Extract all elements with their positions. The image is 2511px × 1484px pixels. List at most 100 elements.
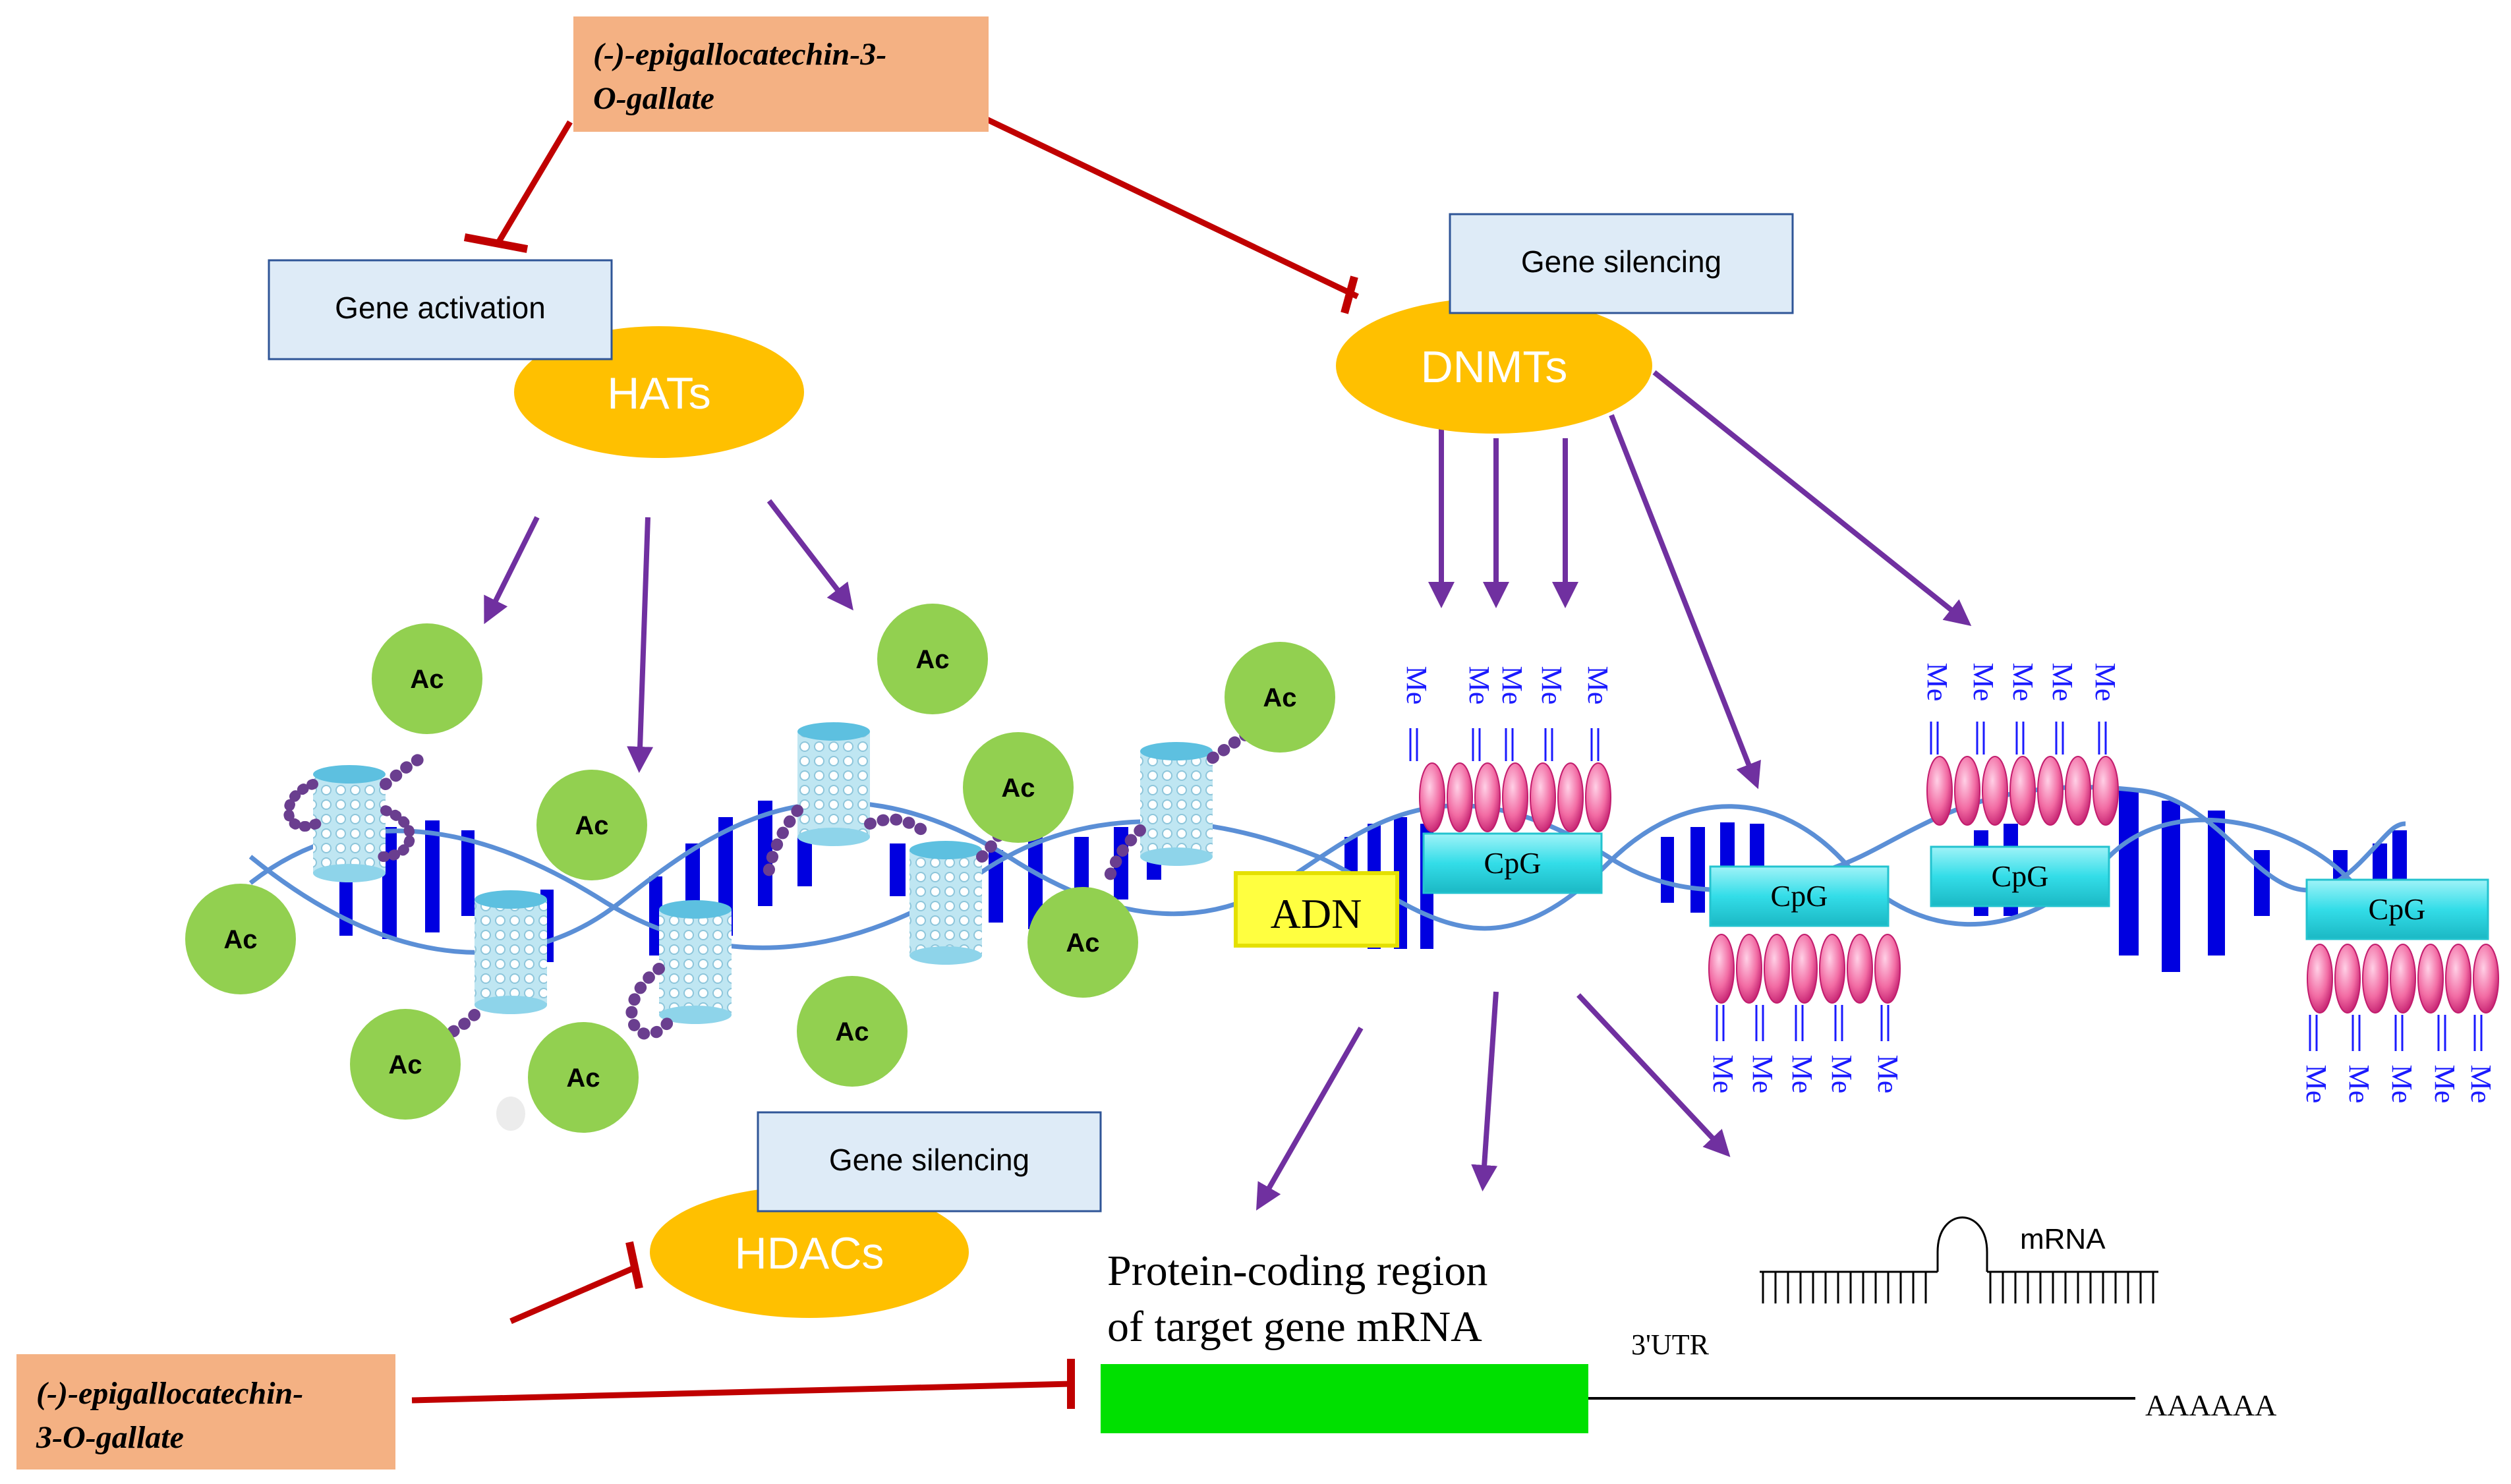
me-label: Me [1496, 666, 1528, 705]
methyl-bead [1708, 934, 1735, 1004]
methyl-bead [1474, 762, 1501, 832]
me-label: Me [1872, 1055, 1904, 1094]
protein-region-line1: Protein-coding region [1107, 1247, 1487, 1295]
methyl-bead [1447, 762, 1473, 832]
me-label: Me [1746, 1055, 1779, 1094]
methyl-bead [2037, 756, 2064, 826]
methyl-bead [1502, 762, 1528, 832]
acetyl-group: Ac [1225, 642, 1335, 753]
me-label: Me [2007, 663, 2039, 702]
methyl-bead [1819, 934, 1845, 1004]
methyl-bead [1926, 756, 1953, 826]
cpg-label: CpG [2369, 892, 2426, 926]
methyl-bead [2362, 944, 2388, 1013]
hdacs-enzyme: HDACs [650, 1186, 969, 1318]
egcg-inhibitor-top: (-)-epigallocatechin-3- O-gallate [573, 16, 989, 132]
methyl-bead [2473, 944, 2499, 1013]
svg-text:Gene silencing: Gene silencing [1521, 244, 1721, 279]
methyl-bead [1982, 756, 2008, 826]
me-label: Me [1967, 663, 2000, 702]
methyl-bead [1764, 934, 1790, 1004]
dnmts-label: DNMTs [1421, 342, 1568, 392]
me-label: Me [1707, 1055, 1739, 1094]
nucleosome [625, 900, 732, 1041]
dnmts-arrows [1428, 370, 1972, 789]
me-label: Me [2386, 1065, 2418, 1104]
methyl-bead [2009, 756, 2036, 826]
methyl-bead [2307, 944, 2333, 1013]
me-label: Me [2046, 663, 2079, 702]
hats-label: HATs [607, 368, 710, 418]
methyl-bead [2417, 944, 2444, 1013]
me-label: Me [1400, 666, 1433, 705]
svg-text:Gene silencing: Gene silencing [829, 1143, 1029, 1177]
ac-label: Ac [915, 645, 949, 674]
target-gene-mrna: Protein-coding region of target gene mRN… [1101, 1216, 2276, 1433]
acetyl-group: Ac [528, 1022, 639, 1133]
methyl-bead [2065, 756, 2091, 826]
svg-text:(-)-epigallocatechin-: (-)-epigallocatechin- [36, 1376, 303, 1411]
methyl-bead [1557, 762, 1584, 832]
me-label: Me [2343, 1065, 2375, 1104]
methyl-bead [1530, 762, 1556, 832]
methyl-bead [2092, 756, 2119, 826]
acetyl-group: Ac [372, 623, 482, 734]
adn-box: ADN [1234, 871, 1399, 948]
acetyl-group: Ac [797, 976, 908, 1087]
me-label: Me [1582, 666, 1614, 705]
mrna-label: mRNA [2020, 1223, 2106, 1255]
me-label: Me [1463, 666, 1495, 705]
ac-label: Ac [1263, 683, 1296, 712]
methyl-bead [1954, 756, 1980, 826]
mrna-hairpin [1760, 1216, 2158, 1303]
nucleosome [283, 752, 428, 882]
inhibition-lines [411, 115, 1359, 1409]
svg-text:O-gallate: O-gallate [593, 81, 714, 116]
methyl-bead [1791, 934, 1818, 1004]
svg-text:Gene activation: Gene activation [335, 291, 546, 325]
ac-label: Ac [410, 665, 444, 694]
nucleosome [762, 722, 929, 882]
hats-arrows [484, 499, 853, 773]
cpg-label: CpG [1484, 846, 1542, 880]
methyl-bead [1585, 762, 1611, 832]
acetyl-group: Ac [1027, 887, 1138, 998]
ac-label: Ac [388, 1050, 422, 1079]
utr-label: 3'UTR [1631, 1328, 1710, 1361]
methyl-bead [1419, 762, 1445, 832]
svg-text:(-)-epigallocatechin-3-: (-)-epigallocatechin-3- [593, 37, 886, 72]
ac-label: Ac [566, 1064, 600, 1093]
me-label: Me [2465, 1065, 2497, 1104]
dnmts-enzyme: DNMTs [1336, 298, 1652, 434]
nucleosome [1101, 726, 1258, 889]
acetyl-group: Ac [536, 770, 647, 880]
acetyl-group: Ac [185, 884, 296, 994]
svg-text:ADN: ADN [1271, 890, 1362, 937]
mrna-arrows [1256, 991, 1731, 1211]
ac-label: Ac [223, 925, 257, 954]
hdacs-label: HDACs [735, 1228, 884, 1278]
methyl-bead [1874, 934, 1901, 1004]
faint-dot [496, 1097, 525, 1131]
coding-region-bar [1101, 1364, 1588, 1433]
me-label: Me [2089, 663, 2121, 702]
svg-text:3-O-gallate: 3-O-gallate [36, 1420, 184, 1455]
me-label: Me [2300, 1065, 2332, 1104]
methyl-bead [2334, 944, 2361, 1013]
ac-label: Ac [835, 1017, 869, 1046]
gene-silencing-box-top: Gene silencing [1449, 213, 1794, 314]
ac-label: Ac [575, 811, 608, 840]
ac-label: Ac [1001, 774, 1035, 803]
methyl-bead [2390, 944, 2416, 1013]
acetyl-group: Ac [350, 1009, 461, 1120]
methyl-bead [1847, 934, 1873, 1004]
me-label: Me [1786, 1055, 1818, 1094]
methyl-bead [2445, 944, 2471, 1013]
cpg-label: CpG [1771, 879, 1828, 913]
gene-activation-box: Gene activation [268, 259, 613, 360]
